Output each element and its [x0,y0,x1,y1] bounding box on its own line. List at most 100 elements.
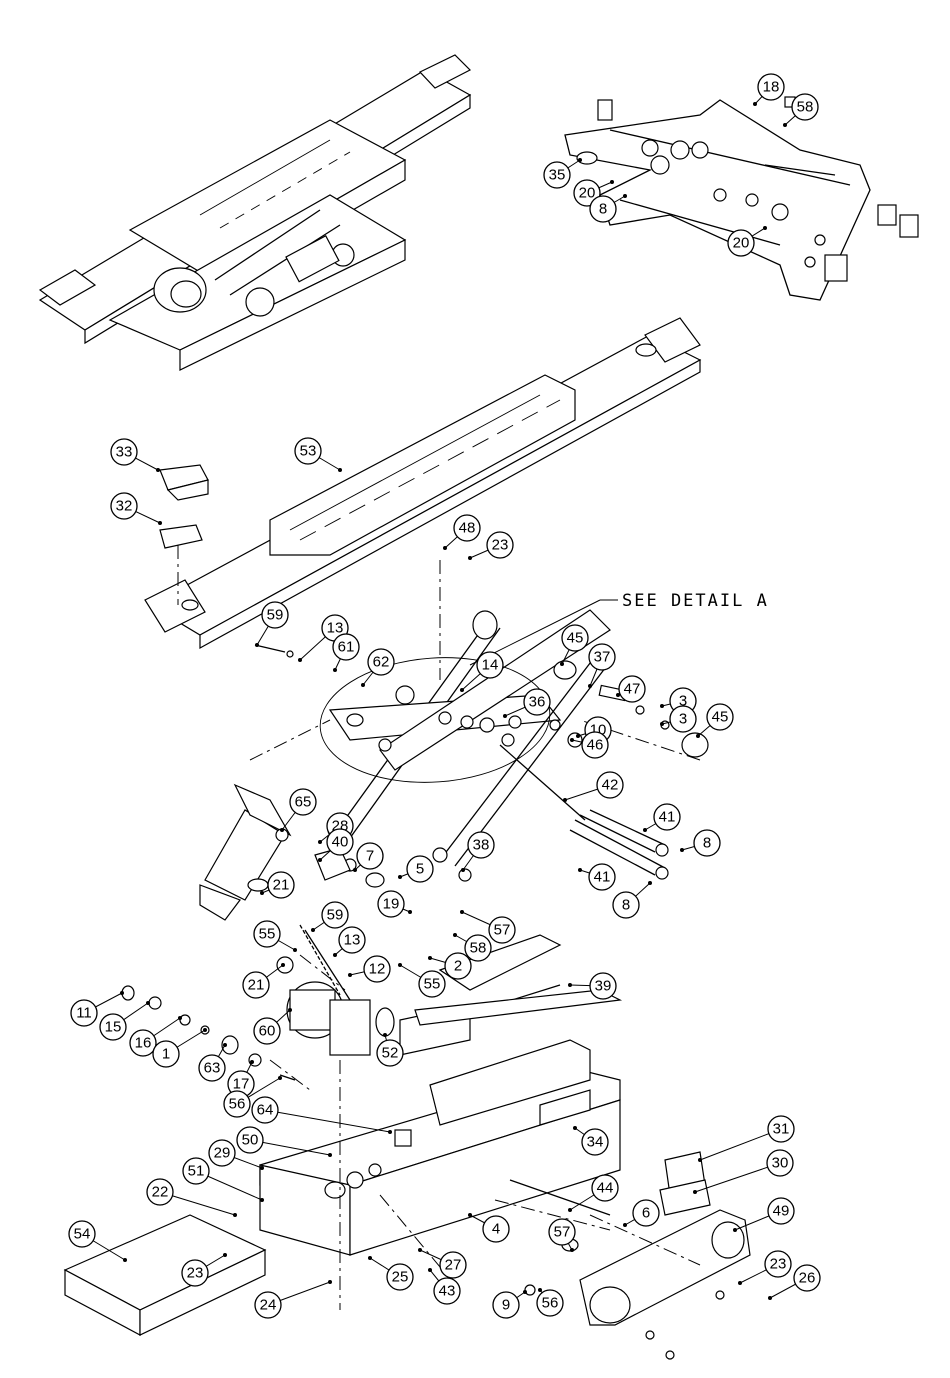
callout-number: 46 [587,737,604,754]
callout-7: 7 [353,843,383,872]
callout-number: 50 [242,1132,259,1149]
callout-number: 40 [332,834,349,851]
callout-55: 55 [398,963,445,997]
callout-50: 50 [237,1127,332,1157]
callout-number: 36 [529,694,546,711]
callout-arrow [563,798,567,802]
callout-number: 59 [327,907,344,924]
callout-8: 8 [590,194,627,222]
callout-arrow [696,734,700,738]
callout-number: 44 [597,1180,614,1197]
callout-arrow [460,910,464,914]
callout-number: 34 [587,1134,604,1151]
callout-33: 33 [111,439,160,472]
callout-arrow [588,684,592,688]
callout-number: 29 [214,1145,231,1162]
callout-62: 62 [361,649,394,687]
callout-number: 27 [445,1257,462,1274]
callout-number: 13 [327,620,344,637]
callout-number: 33 [116,444,133,461]
callout-arrow [453,933,457,937]
callout-arrow [768,1296,772,1300]
callout-number: 58 [797,99,814,116]
callout-4: 4 [468,1213,509,1242]
callout-61: 61 [333,634,359,672]
callout-number: 60 [259,1023,276,1040]
callout-number: 45 [712,709,729,726]
callout-arrow [318,840,322,844]
callout-number: 30 [772,1155,789,1172]
callout-arrow [388,1130,392,1134]
callout-arrow [318,858,322,862]
callout-number: 21 [273,877,290,894]
callout-41: 41 [643,804,680,832]
callout-arrow [328,1280,332,1284]
callout-13: 13 [333,927,365,957]
hydraulic-cylinder [200,785,350,920]
callout-leader [265,1110,390,1132]
callout-number: 41 [594,869,611,886]
callout-number: 56 [229,1096,246,1113]
callout-27: 27 [418,1248,466,1278]
callout-45: 45 [696,704,733,738]
callout-19: 19 [378,891,412,917]
callout-arrow [460,688,464,692]
callout-arrow [278,1076,282,1080]
callout-arrow [123,1258,127,1262]
callout-arrow [255,643,259,647]
callout-arrow [328,1153,332,1157]
callout-number: 45 [567,630,584,647]
callout-number: 32 [116,498,133,515]
callout-56: 56 [537,1288,563,1316]
callout-arrow [398,875,402,879]
callout-arrow [298,658,302,662]
callout-18: 18 [753,74,784,106]
callout-1: 1 [153,1028,207,1067]
callout-arrow [293,948,297,952]
callout-8: 8 [680,830,720,856]
callout-arrow [680,848,684,852]
callout-arrow [146,1001,150,1005]
callout-number: 51 [188,1163,205,1180]
callout-number: 2 [454,958,462,975]
callout-number: 37 [594,649,611,666]
see-detail-a-label: SEE DETAIL A [622,591,769,611]
callout-number: 61 [338,639,355,656]
callout-arrow [623,194,627,198]
callout-arrow [418,1248,422,1252]
callout-arrow [660,722,664,726]
callout-number: 54 [74,1226,91,1243]
callout-arrow [570,738,574,742]
callout-arrow [156,468,160,472]
callout-number: 6 [642,1205,650,1222]
callout-number: 31 [773,1121,790,1138]
callout-number: 1 [162,1046,170,1063]
upper-beam-assembly [145,318,700,648]
callout-57: 57 [460,910,515,943]
callout-number: 18 [763,79,780,96]
callout-9: 9 [493,1290,527,1318]
callout-number: 8 [622,897,630,914]
callout-42: 42 [563,772,623,802]
callout-number: 5 [416,861,424,878]
callout-number: 43 [439,1283,456,1300]
callout-arrow [428,1268,432,1272]
callout-24: 24 [255,1280,332,1318]
callout-arrow [223,1253,227,1257]
callout-arrow [120,991,124,995]
callout-arrow [643,828,647,832]
callout-arrow [560,662,564,666]
callout-number: 41 [659,809,676,826]
callout-number: 20 [733,235,750,252]
callout-arrow [568,983,572,987]
callout-64: 64 [252,1097,392,1134]
callout-52: 52 [377,1033,403,1066]
callout-8: 8 [613,881,652,918]
callout-arrow [693,1190,697,1194]
callout-number: 57 [494,922,511,939]
callout-arrow [223,1043,227,1047]
callout-25: 25 [368,1256,413,1290]
callout-number: 25 [392,1269,409,1286]
callout-number: 57 [554,1224,571,1241]
callout-arrow [623,1223,627,1227]
